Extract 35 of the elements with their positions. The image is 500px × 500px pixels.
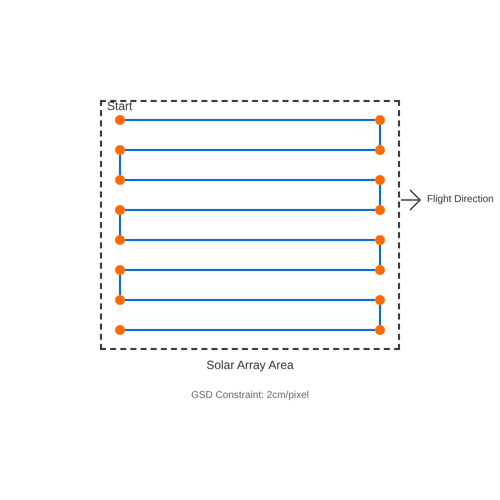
waypoint-dot-icon	[375, 205, 385, 215]
waypoint-dot-icon	[375, 295, 385, 305]
flight-path-line	[119, 215, 121, 235]
waypoint-dot-icon	[115, 115, 125, 125]
waypoint-dot-icon	[115, 265, 125, 275]
waypoint-dot-icon	[375, 265, 385, 275]
waypoint-dot-icon	[115, 175, 125, 185]
flight-path-line	[125, 299, 375, 301]
flight-path-line	[119, 275, 121, 295]
flight-path-line	[125, 329, 375, 331]
waypoint-dot-icon	[375, 235, 385, 245]
direction-label: Flight Direction	[427, 194, 494, 206]
flight-path-line	[125, 239, 375, 241]
waypoint-dot-icon	[115, 295, 125, 305]
waypoint-dot-icon	[115, 325, 125, 335]
flight-path-line	[125, 209, 375, 211]
waypoint-dot-icon	[375, 325, 385, 335]
flight-path-line	[125, 269, 375, 271]
caption: GSD Constraint: 2cm/pixel	[191, 390, 309, 402]
flight-path-line	[379, 185, 381, 205]
flight-path-line	[379, 305, 381, 325]
flight-path-line	[379, 245, 381, 265]
flight-path-line	[125, 119, 375, 121]
waypoint-dot-icon	[375, 115, 385, 125]
start-label: Start	[107, 99, 132, 113]
waypoint-dot-icon	[375, 145, 385, 155]
flight-path-line	[119, 155, 121, 175]
waypoint-dot-icon	[115, 145, 125, 155]
flight-path-line	[125, 179, 375, 181]
area-label: Solar Array Area	[206, 358, 294, 372]
waypoint-dot-icon	[115, 235, 125, 245]
flight-path-line	[379, 125, 381, 145]
waypoint-dot-icon	[115, 205, 125, 215]
flight-path-line	[125, 149, 375, 151]
waypoint-dot-icon	[375, 175, 385, 185]
